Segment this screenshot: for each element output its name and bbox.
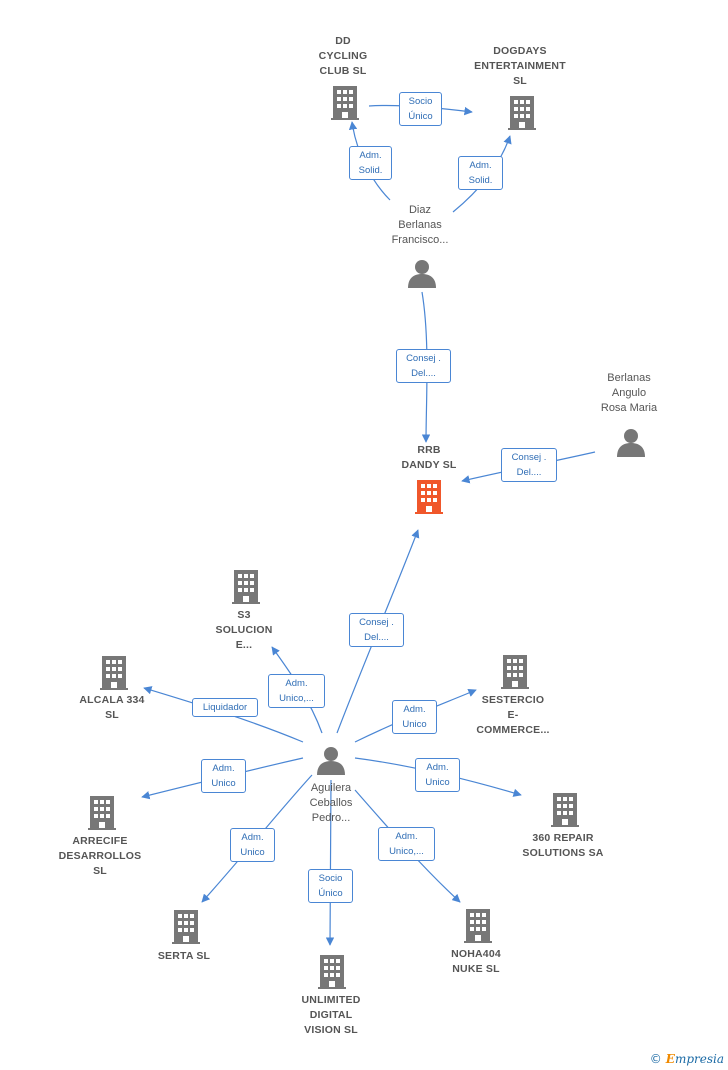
edge-label-aguilera-unlimited[interactable]: Socio Único — [308, 869, 353, 903]
person-icon[interactable] — [407, 258, 437, 293]
brand-footer[interactable]: ©Empresia — [650, 1052, 724, 1066]
edge-label-aguilera-repair[interactable]: Adm. Unico — [415, 758, 460, 792]
node-label-noha[interactable]: NOHA404 NUKE SL — [451, 948, 501, 975]
building-icon[interactable] — [331, 86, 359, 125]
building-icon[interactable] — [318, 955, 346, 994]
node-label-s3[interactable]: S3 SOLUCION E... — [215, 609, 273, 651]
edge-label-aguilera-noha[interactable]: Adm. Unico,... — [378, 827, 435, 861]
edge-label-aguilera-arrecife[interactable]: Adm. Unico — [201, 759, 246, 793]
copyright-icon: © — [649, 1052, 662, 1066]
building-icon[interactable] — [551, 793, 579, 832]
edge-label-diaz-dd[interactable]: Adm. Solid. — [349, 146, 392, 180]
node-label-diaz[interactable]: Diaz Berlanas Francisco... — [391, 204, 449, 246]
edge-label-aguilera-sestercio[interactable]: Adm. Unico — [392, 700, 437, 734]
edge-label-diaz-dogdays[interactable]: Adm. Solid. — [458, 156, 503, 190]
building-icon[interactable] — [88, 796, 116, 835]
building-icon[interactable] — [501, 655, 529, 694]
edge-label-aguilera-alcala[interactable]: Liquidador — [192, 698, 258, 717]
node-label-serta[interactable]: SERTA SL — [157, 950, 211, 962]
edge-label-diaz-rrb[interactable]: Consej . Del.... — [396, 349, 451, 383]
node-label-dogdays[interactable]: DOGDAYS ENTERTAINMENT SL — [474, 45, 566, 87]
building-icon[interactable] — [464, 909, 492, 948]
node-label-dd-cycling[interactable]: DD CYCLING CLUB SL — [318, 35, 368, 77]
node-label-alcala[interactable]: ALCALA 334 SL — [79, 694, 145, 721]
node-label-repair[interactable]: 360 REPAIR SOLUTIONS SA — [522, 832, 604, 859]
person-icon[interactable] — [616, 427, 646, 462]
edge-aguilera-unlimited — [325, 779, 335, 946]
edge-label-aguilera-s3[interactable]: Adm. Unico,... — [268, 674, 325, 708]
building-icon[interactable] — [172, 910, 200, 949]
node-label-arrecife[interactable]: ARRECIFE DESARROLLOS SL — [58, 835, 142, 877]
node-label-aguilera[interactable]: Aguilera Ceballos Pedro... — [309, 782, 353, 824]
brand-initial: E — [665, 1052, 675, 1066]
node-label-rrb[interactable]: RRB DANDY SL — [401, 444, 457, 471]
person-icon[interactable] — [316, 745, 346, 780]
node-label-sestercio[interactable]: SESTERCIO E- COMMERCE... — [476, 694, 550, 736]
node-label-berlanas[interactable]: Berlanas Angulo Rosa Maria — [600, 372, 658, 414]
building-icon[interactable] — [508, 96, 536, 135]
edge-label-aguilera-serta[interactable]: Adm. Unico — [230, 828, 275, 862]
building-icon[interactable] — [415, 480, 443, 519]
edge-label-dd-dogdays[interactable]: Socio Único — [399, 92, 442, 126]
edge-label-berlanas-rrb[interactable]: Consej . Del.... — [501, 448, 557, 482]
building-icon[interactable] — [232, 570, 260, 609]
node-label-unlimited[interactable]: UNLIMITED DIGITAL VISION SL — [301, 994, 361, 1036]
edge-label-aguilera-rrb[interactable]: Consej . Del.... — [349, 613, 404, 647]
brand-name: mpresia — [674, 1052, 724, 1066]
building-icon[interactable] — [100, 656, 128, 695]
